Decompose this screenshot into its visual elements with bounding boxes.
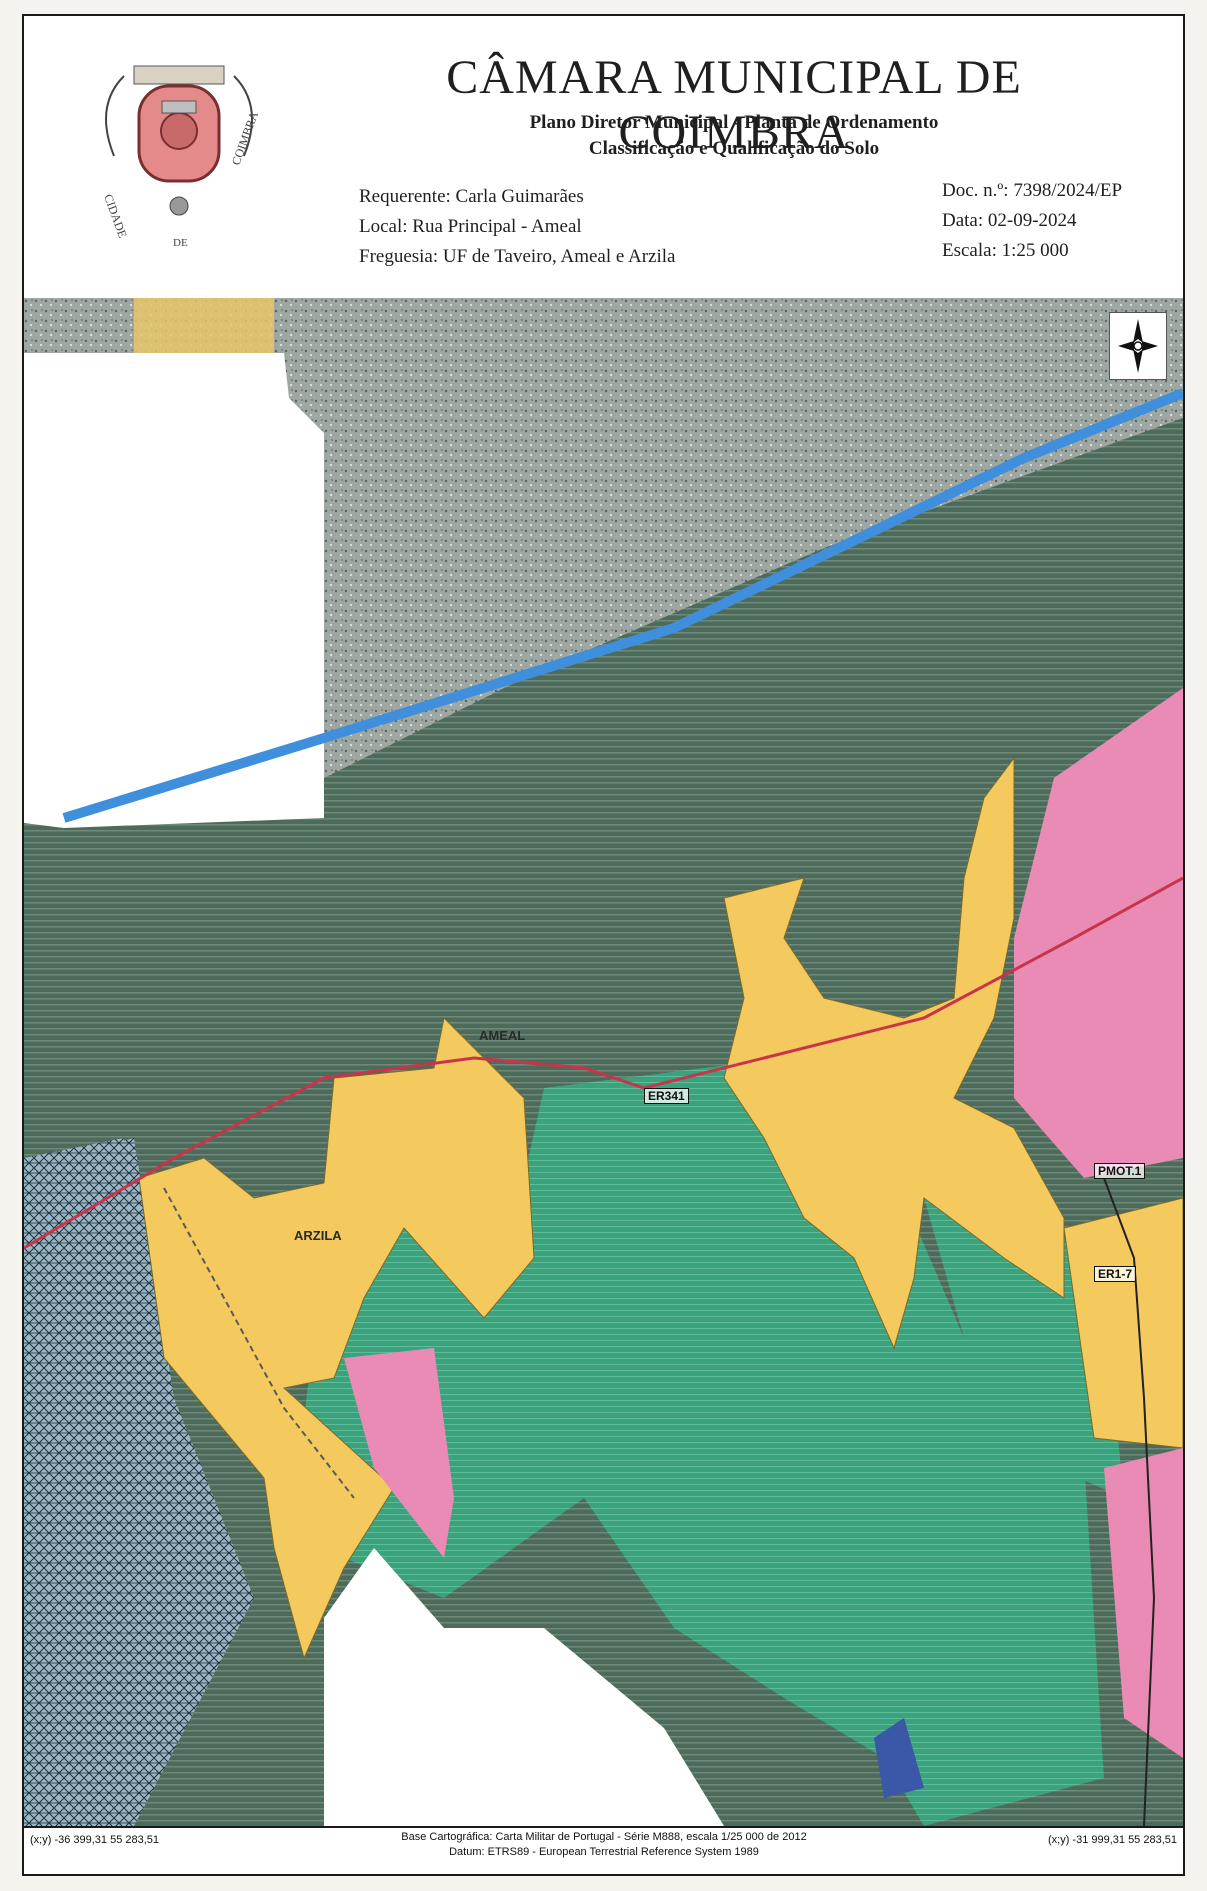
industrial-zone-southeast bbox=[1104, 1448, 1183, 1758]
document-info: Doc. n.º: 7398/2024/EP Data: 02-09-2024 … bbox=[942, 176, 1122, 266]
crest-left-text: CIDADE bbox=[101, 192, 130, 239]
crest-bottom-text: DE bbox=[173, 237, 188, 249]
place-label-ameal: AMEAL bbox=[479, 1028, 526, 1043]
request-info: Requerente: Carla Guimarães Local: Rua P… bbox=[359, 182, 675, 272]
coimbra-crest-icon: CIDADE COIMBRA DE bbox=[101, 65, 261, 249]
road-tag-er341: ER341 bbox=[644, 1088, 689, 1104]
road-tag-er1-7: ER1-7 bbox=[1094, 1266, 1137, 1282]
page-title: CÂMARA MUNICIPAL DE COIMBRA bbox=[446, 51, 1022, 159]
urban-zone-east bbox=[723, 756, 1065, 1350]
base-cartography: Base Cartográfica: Carta Militar de Port… bbox=[324, 1830, 884, 1860]
urban-zone-arzila-ameal bbox=[138, 1016, 535, 1660]
coordinate-left: (x;y) -36 399,31 55 283,51 bbox=[30, 1834, 160, 1846]
east-road-line bbox=[1103, 1177, 1156, 1826]
plan-subtitle-2: Classificação e Qualificação do Solo bbox=[588, 138, 880, 159]
doc-date: Data: 02-09-2024 bbox=[942, 210, 1077, 231]
main-road-line bbox=[24, 876, 1183, 1250]
map-sheet: CIDADE COIMBRA DE CÂMARA MUNICIPAL DE CO… bbox=[22, 14, 1185, 1876]
railway-line bbox=[163, 1187, 355, 1499]
north-arrow-icon bbox=[1109, 312, 1167, 380]
river-line bbox=[62, 388, 1183, 823]
coordinate-right: (x;y) -31 999,31 55 283,51 bbox=[1047, 1834, 1177, 1846]
crosshatch-zone-2 bbox=[24, 1138, 254, 1826]
water-body bbox=[874, 1718, 924, 1798]
local-text: Local: Rua Principal - Ameal bbox=[359, 216, 582, 237]
urban-zone-pmot bbox=[1063, 1197, 1183, 1449]
base-cartography-line2: Datum: ETRS89 - European Terrestrial Ref… bbox=[449, 1846, 759, 1858]
industrial-zone-east bbox=[1014, 688, 1183, 1178]
crest-right-text: COIMBRA bbox=[229, 109, 261, 167]
yellow-top-patch bbox=[134, 298, 274, 353]
plan-subtitle: Plano Diretor Municipal - Planta de Orde… bbox=[529, 112, 939, 133]
land-use-map bbox=[24, 298, 1183, 1826]
industrial-zone-arzila bbox=[344, 1348, 454, 1558]
doc-number: Doc. n.º: 7398/2024/EP bbox=[942, 180, 1123, 201]
blank-area-bottom bbox=[324, 1548, 724, 1826]
place-label-arzila: ARZILA bbox=[294, 1228, 342, 1243]
map-scale: Escala: 1:25 000 bbox=[942, 240, 1069, 261]
blank-area-top bbox=[24, 353, 324, 828]
base-cartography-line1: Base Cartográfica: Carta Militar de Port… bbox=[401, 1831, 807, 1843]
requerente-text: Requerente: Carla Guimarães bbox=[359, 186, 584, 207]
freguesia-text: Freguesia: UF de Taveiro, Ameal e Arzila bbox=[359, 246, 676, 267]
map-canvas[interactable]: AMEAL ARZILA ER341 PMOT.1 ER1-7 bbox=[24, 298, 1183, 1828]
teal-forest-zone bbox=[504, 1058, 1104, 1826]
zone-tag-pmot1: PMOT.1 bbox=[1094, 1163, 1146, 1179]
map-header: CIDADE COIMBRA DE CÂMARA MUNICIPAL DE CO… bbox=[24, 16, 1183, 300]
map-footer: (x;y) -36 399,31 55 283,51 Base Cartográ… bbox=[24, 1824, 1183, 1874]
